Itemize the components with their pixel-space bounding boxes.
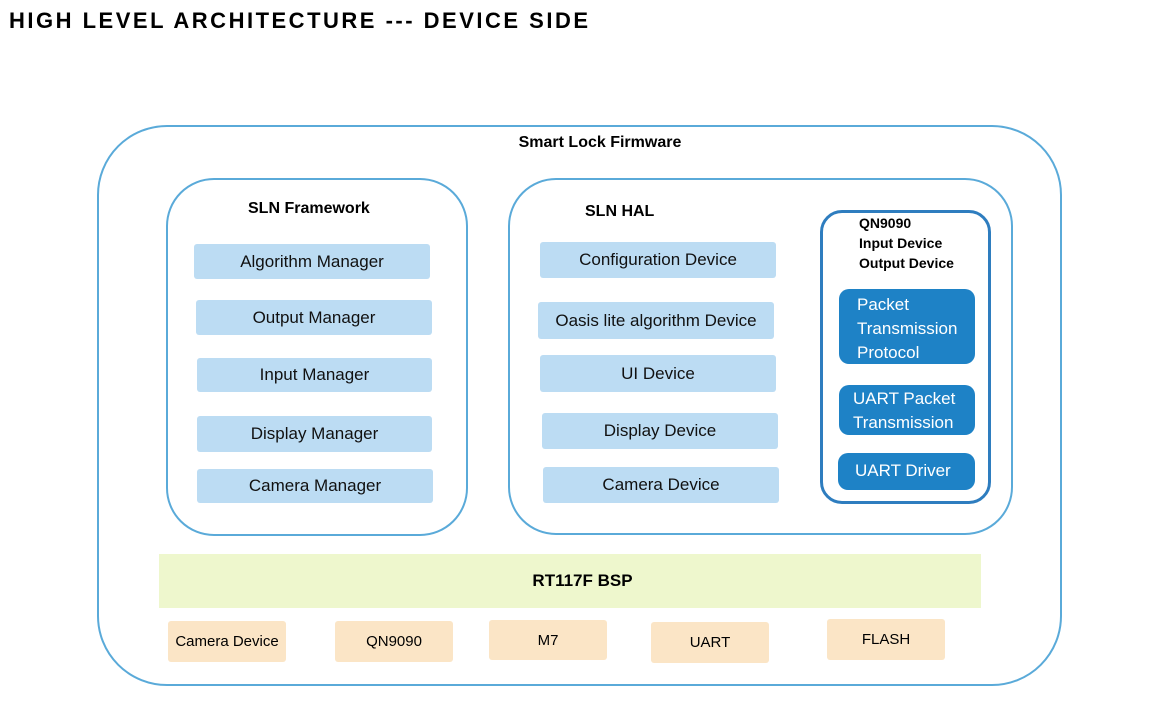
block-line: Protocol — [857, 343, 920, 362]
uart-driver-block: UART Driver — [838, 453, 975, 490]
sln-framework-title: SLN Framework — [248, 200, 370, 217]
block-line: UART Packet — [853, 389, 956, 408]
hw-qn9090: QN9090 — [335, 621, 453, 662]
input-manager-block: Input Manager — [197, 358, 432, 392]
hw-m7: M7 — [489, 620, 607, 660]
block-line: Transmission — [857, 319, 958, 338]
sln-hal-title: SLN HAL — [585, 203, 655, 220]
oasis-lite-algorithm-device-block: Oasis lite algorithm Device — [538, 302, 774, 339]
block-line: Transmission — [853, 413, 954, 432]
hw-flash: FLASH — [827, 619, 945, 660]
qn9090-header-line: Input Device — [859, 235, 943, 251]
block-line: UART Driver — [855, 461, 951, 480]
camera-device-block: Camera Device — [543, 467, 779, 503]
firmware-title: Smart Lock Firmware — [518, 134, 682, 151]
hw-uart: UART — [651, 622, 769, 663]
algorithm-manager-block: Algorithm Manager — [194, 244, 430, 279]
display-manager-block: Display Manager — [197, 416, 432, 452]
qn9090-header-line: Output Device — [859, 255, 954, 271]
display-device-block: Display Device — [542, 413, 778, 449]
hw-camera-device: Camera Device — [168, 621, 286, 662]
block-line: Packet — [857, 295, 909, 314]
output-manager-block: Output Manager — [196, 300, 432, 335]
qn9090-header-line: QN9090 — [859, 215, 912, 231]
rt117f-bsp-bar: RT117F BSP — [159, 554, 981, 608]
packet-transmission-protocol-block: Packet Transmission Protocol — [839, 289, 975, 364]
page-title: HIGH LEVEL ARCHITECTURE --- DEVICE SIDE — [9, 8, 591, 33]
qn9090-header: QN9090 Input Device Output Device — [859, 213, 954, 273]
camera-manager-block: Camera Manager — [197, 469, 433, 503]
uart-packet-transmission-block: UART Packet Transmission — [839, 385, 975, 435]
configuration-device-block: Configuration Device — [540, 242, 776, 278]
ui-device-block: UI Device — [540, 355, 776, 392]
